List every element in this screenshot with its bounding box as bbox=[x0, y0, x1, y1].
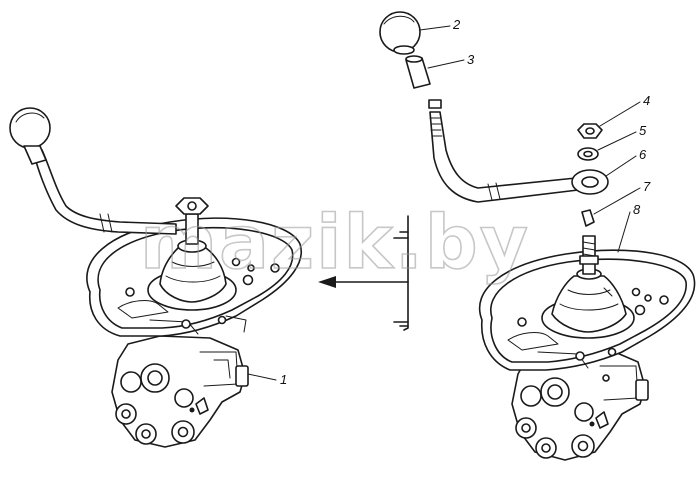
stem-nut-left bbox=[175, 197, 209, 245]
part-3-sleeve bbox=[405, 55, 431, 89]
rubber-boot-right bbox=[541, 268, 635, 339]
callout-7: 7 bbox=[643, 179, 651, 194]
exploded-valve bbox=[379, 11, 696, 461]
leader-line-1 bbox=[247, 373, 277, 381]
threaded-stem-right bbox=[579, 235, 599, 275]
rubber-boot-left bbox=[147, 239, 237, 311]
watermark-text: mazik.by bbox=[140, 200, 530, 286]
callout-4: 4 bbox=[643, 93, 650, 108]
part-4-nut bbox=[577, 123, 603, 139]
valve-body-right bbox=[511, 347, 649, 461]
callout-8: 8 bbox=[633, 202, 641, 217]
callout-3: 3 bbox=[467, 52, 475, 67]
part-7-pin bbox=[581, 209, 595, 227]
part-2-knob bbox=[379, 11, 421, 55]
callout-2: 2 bbox=[452, 17, 461, 32]
callout-6: 6 bbox=[639, 147, 647, 162]
section-indicator bbox=[318, 215, 409, 331]
lever-left bbox=[9, 107, 177, 235]
part-6-lever bbox=[428, 99, 609, 203]
valve-body-left bbox=[111, 335, 249, 448]
callout-labels: 1 2 3 4 5 6 7 8 bbox=[280, 17, 651, 387]
leader-lines-right bbox=[419, 25, 641, 253]
part-5-washer bbox=[577, 147, 599, 161]
assembled-valve bbox=[9, 107, 302, 448]
callout-5: 5 bbox=[639, 123, 647, 138]
callout-1: 1 bbox=[280, 372, 287, 387]
